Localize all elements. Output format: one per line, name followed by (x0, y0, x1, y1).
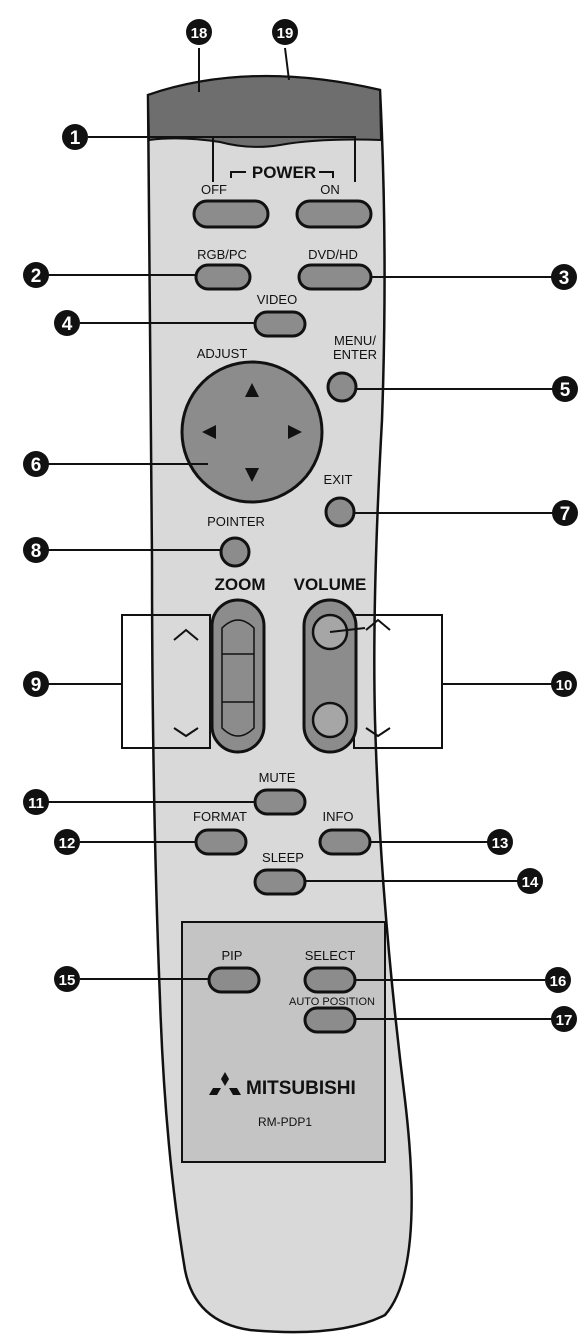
power-bracket (230, 171, 334, 178)
lead-line-19 (284, 47, 290, 81)
svg-text:11: 11 (28, 795, 44, 812)
svg-text:8: 8 (31, 541, 42, 562)
zoom-down-mark (173, 727, 199, 738)
sleep-button[interactable] (253, 868, 307, 896)
svg-text:16: 16 (550, 973, 567, 990)
menu-label-line1: MENU/ (334, 333, 376, 348)
svg-text:10: 10 (556, 677, 573, 694)
power-label: POWER (252, 163, 316, 182)
adjust-label: ADJUST (197, 346, 248, 361)
auto-position-button[interactable] (303, 1006, 357, 1034)
svg-text:17: 17 (556, 1012, 573, 1029)
exit-label: EXIT (324, 472, 353, 487)
model-label: RM-PDP1 (258, 1115, 312, 1129)
callout-4: 4 (54, 310, 80, 336)
adjust-up-arrow[interactable] (245, 383, 259, 397)
callout-2: 2 (23, 262, 49, 288)
svg-text:6: 6 (31, 455, 42, 476)
pointer-button[interactable] (219, 536, 251, 568)
pointer-label: POINTER (207, 514, 265, 529)
mute-button[interactable] (253, 788, 307, 816)
info-label: INFO (322, 809, 353, 824)
callout-15: 15 (54, 966, 80, 992)
callout-10: 10 (551, 671, 577, 697)
brand-label: MITSUBISHI (246, 1078, 356, 1099)
off-label: OFF (201, 182, 227, 197)
pip-button[interactable] (207, 966, 261, 994)
svg-text:3: 3 (559, 268, 570, 289)
exit-button[interactable] (324, 496, 356, 528)
dvd-hd-label: DVD/HD (308, 247, 358, 262)
callout-8: 8 (23, 537, 49, 563)
svg-text:14: 14 (522, 874, 539, 891)
callout-6: 6 (23, 451, 49, 477)
volume-down-mark (365, 727, 391, 738)
format-label: FORMAT (193, 809, 247, 824)
format-button[interactable] (194, 828, 248, 856)
callout-13: 13 (487, 829, 513, 855)
auto-position-label: AUTO POSITION (289, 996, 375, 1008)
on-label: ON (320, 182, 340, 197)
svg-text:13: 13 (492, 835, 509, 852)
zoom-rocker[interactable] (210, 598, 266, 754)
zoom-up-mark (173, 628, 199, 641)
svg-text:4: 4 (62, 314, 73, 335)
svg-text:19: 19 (277, 25, 294, 42)
menu-enter-button[interactable] (326, 371, 358, 403)
remote-top-band (146, 75, 383, 148)
pip-label: PIP (222, 948, 243, 963)
adjust-dpad[interactable] (180, 360, 324, 504)
svg-text:7: 7 (560, 504, 571, 525)
callout-9: 9 (23, 671, 49, 697)
volume-up-lead (329, 627, 366, 633)
svg-text:15: 15 (59, 972, 76, 989)
video-button[interactable] (253, 310, 307, 338)
callout-17: 17 (551, 1006, 577, 1032)
menu-label-line2: ENTER (333, 347, 377, 362)
power-off-button[interactable] (192, 199, 270, 229)
dvd-hd-button[interactable] (297, 263, 373, 291)
select-label: SELECT (305, 948, 356, 963)
callout-16: 16 (545, 967, 571, 993)
adjust-right-arrow[interactable] (288, 425, 302, 439)
volume-down-button[interactable] (311, 701, 349, 739)
svg-text:1: 1 (70, 128, 81, 149)
mute-label: MUTE (259, 770, 296, 785)
volume-up-mark (365, 618, 391, 631)
lead-line-1 (88, 136, 356, 182)
sleep-label: SLEEP (262, 850, 304, 865)
callout-12: 12 (54, 829, 80, 855)
mitsubishi-logo-icon (209, 1072, 241, 1095)
callout-3: 3 (551, 264, 577, 290)
pip-panel (181, 921, 386, 1163)
svg-text:9: 9 (31, 675, 42, 696)
svg-text:2: 2 (31, 266, 42, 287)
power-on-button[interactable] (295, 199, 373, 229)
adjust-down-arrow[interactable] (245, 468, 259, 482)
adjust-left-arrow[interactable] (202, 425, 216, 439)
svg-text:12: 12 (59, 835, 76, 852)
zoom-bracket (121, 614, 211, 749)
rgb-pc-button[interactable] (194, 263, 252, 291)
callout-18: 18 (186, 19, 212, 45)
callout-11: 11 (23, 789, 49, 815)
callout-1: 1 (62, 124, 88, 150)
info-button[interactable] (318, 828, 372, 856)
rgb-pc-label: RGB/PC (197, 247, 247, 262)
zoom-rocker-inner (221, 619, 255, 737)
callout-7: 7 (552, 500, 578, 526)
svg-text:18: 18 (191, 25, 208, 42)
select-button[interactable] (303, 966, 357, 994)
callout-14: 14 (517, 868, 543, 894)
callout-19: 19 (272, 19, 298, 45)
zoom-label: ZOOM (215, 575, 266, 594)
svg-text:5: 5 (560, 380, 571, 401)
callout-5: 5 (552, 376, 578, 402)
video-label: VIDEO (257, 292, 297, 307)
volume-label: VOLUME (294, 575, 367, 594)
